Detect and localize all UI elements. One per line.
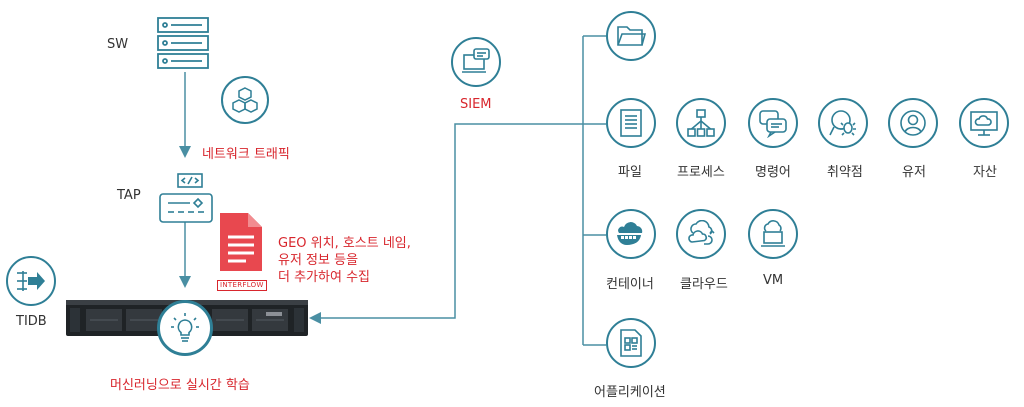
lightbulb-icon: [157, 300, 213, 356]
interflow-badge: INTERFLOW: [217, 280, 267, 291]
tidb-label: TIDB: [16, 314, 47, 329]
label-cloud: 클라우드: [680, 277, 728, 292]
label-application: 어플리케이션: [594, 385, 666, 400]
sw-label: SW: [107, 37, 129, 52]
note-line-3: 더 추가하여 수집: [278, 270, 370, 285]
network-traffic-icon: [221, 76, 269, 124]
application-icon: [606, 318, 656, 368]
vm-icon: [748, 209, 798, 259]
label-container: 컨테이너: [606, 277, 654, 292]
command-icon: [748, 98, 798, 148]
network-traffic-label: 네트워크 트래픽: [202, 147, 290, 162]
document-icon: [218, 213, 266, 275]
tidb-icon: [6, 256, 56, 306]
asset-icon: [959, 98, 1009, 148]
note-line-2: 유저 정보 등을: [278, 253, 359, 268]
label-vm: VM: [763, 273, 784, 288]
label-user: 유저: [902, 165, 926, 180]
label-process: 프로세스: [677, 165, 725, 180]
siem-label: SIEM: [460, 97, 492, 112]
folder-icon: [606, 11, 656, 61]
container-icon: [606, 209, 656, 259]
note-line-1: GEO 위치, 호스트 네임,: [278, 236, 411, 251]
ml-label: 머신러닝으로 실시간 학습: [110, 378, 250, 393]
siem-icon: [451, 37, 501, 87]
tap-label: TAP: [117, 188, 141, 203]
switch-icon: [156, 15, 214, 70]
label-vulnerability: 취약점: [827, 165, 863, 180]
tap-device-icon: [158, 172, 214, 226]
vulnerability-icon: [818, 98, 868, 148]
label-command: 명령어: [755, 165, 791, 180]
label-file: 파일: [618, 165, 642, 180]
process-icon: [676, 98, 726, 148]
user-icon: [888, 98, 938, 148]
file-icon: [606, 98, 656, 148]
cloud-icon: [676, 209, 726, 259]
label-asset: 자산: [973, 165, 997, 180]
